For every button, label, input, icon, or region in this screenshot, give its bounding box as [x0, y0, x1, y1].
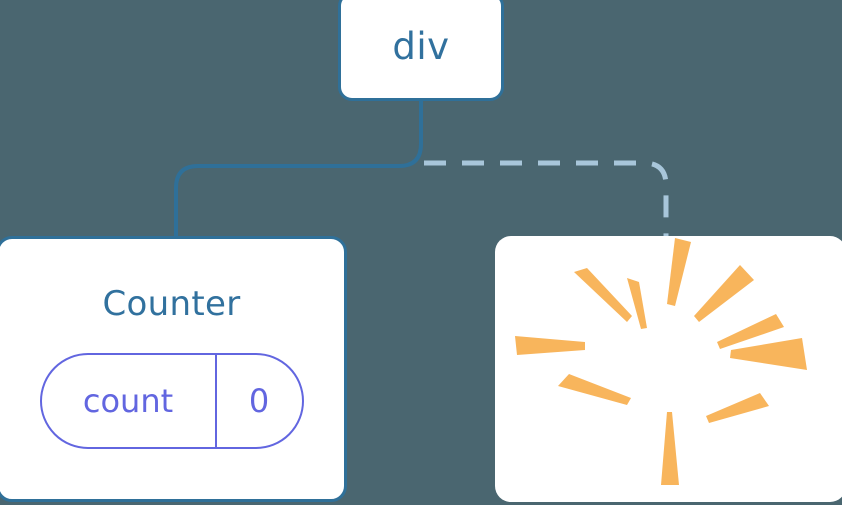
state-pill[interactable]: count 0	[39, 353, 304, 449]
state-value-label: 0	[248, 382, 270, 420]
sparkle-burst-icon	[515, 238, 807, 485]
node-div[interactable]: div	[338, 0, 504, 101]
node-div-label: div	[392, 25, 450, 68]
edge-div-to-counter	[174, 98, 423, 240]
node-counter-label: Counter	[102, 284, 241, 324]
node-counter[interactable]: Counter count 0	[0, 236, 347, 502]
node-burst[interactable]	[495, 236, 842, 502]
state-key-label: count	[42, 355, 217, 447]
edge-div-to-burst	[424, 160, 669, 238]
